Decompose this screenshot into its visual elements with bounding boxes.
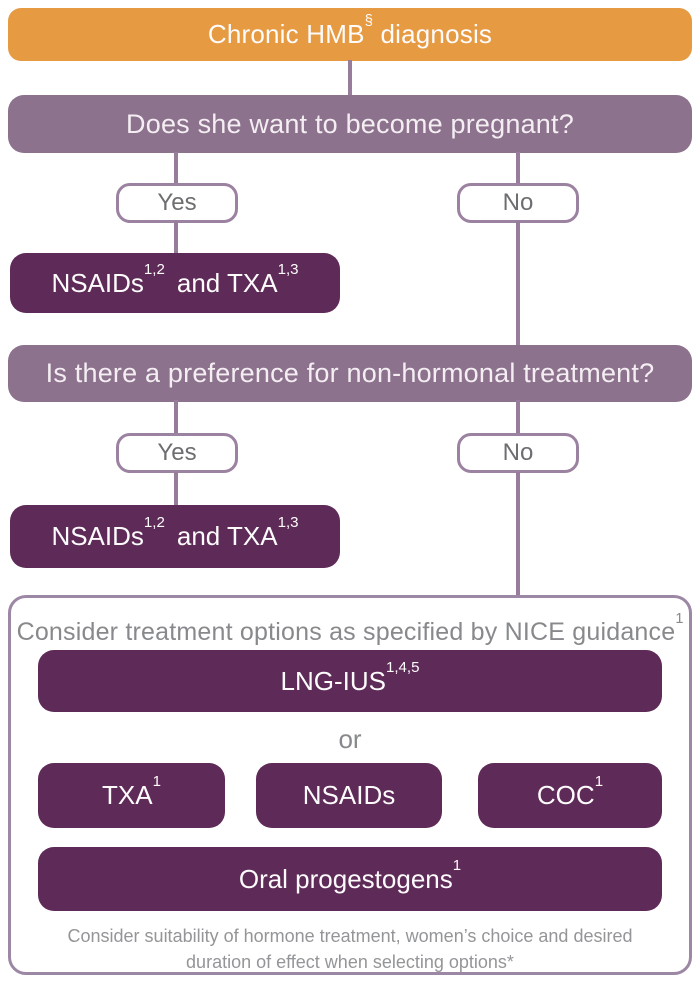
question1-label: Does she want to become pregnant? xyxy=(126,108,574,139)
connector-q1-to-yes1 xyxy=(174,152,178,184)
branch-no-1: No xyxy=(457,183,579,223)
flow-node-nsaids: NSAIDs xyxy=(256,763,442,828)
connector-no2-to-nice xyxy=(516,472,520,597)
flow-node-txa: TXA1 xyxy=(38,763,225,828)
connector-q1-to-no1 xyxy=(516,152,520,184)
coc-label: COC1 xyxy=(536,773,604,810)
connector-q2-to-yes2 xyxy=(174,400,178,434)
connector-start-to-q1 xyxy=(348,60,352,96)
oral-progestogens-label: Oral progestogens1 xyxy=(238,856,462,894)
yes1-label: Yes xyxy=(157,189,197,216)
lng-ius-label: LNG-IUS1,4,5 xyxy=(280,658,420,696)
nice-guidance-title: Consider treatment options as specified … xyxy=(16,610,684,646)
connector-q2-to-no2 xyxy=(516,400,520,434)
nice-footnote: Consider suitability of hormone treatmen… xyxy=(67,926,633,973)
connector-no1-to-q2 xyxy=(516,221,520,346)
flow-node-question-pregnant: Does she want to become pregnant? xyxy=(8,95,692,153)
txa-label: TXA1 xyxy=(102,773,161,810)
flow-node-question-nonhormonal: Is there a preference for non-hormonal t… xyxy=(8,345,692,402)
flow-node-lng-ius: LNG-IUS1,4,5 xyxy=(38,650,662,712)
branch-yes-2: Yes xyxy=(116,433,238,473)
or-separator-label: or xyxy=(338,724,362,754)
branch-yes-1: Yes xyxy=(116,183,238,223)
yes2-label: Yes xyxy=(157,439,197,466)
question2-label: Is there a preference for non-hormonal t… xyxy=(45,358,655,388)
nsaids-label: NSAIDs xyxy=(302,780,396,810)
section-symbol-superscript: § xyxy=(364,12,374,30)
diagnosis-label: Chronic HMB§ diagnosis xyxy=(207,12,493,49)
connector-yes1-to-treatment xyxy=(174,221,178,254)
no1-label: No xyxy=(502,189,534,216)
branch-no-2: No xyxy=(457,433,579,473)
flow-node-diagnosis: Chronic HMB§ diagnosis xyxy=(8,8,692,61)
flow-node-coc: COC1 xyxy=(478,763,662,828)
connector-yes2-to-treatment xyxy=(174,472,178,506)
flow-node-oral-progestogens: Oral progestogens1 xyxy=(38,847,662,911)
no2-label: No xyxy=(502,439,534,466)
